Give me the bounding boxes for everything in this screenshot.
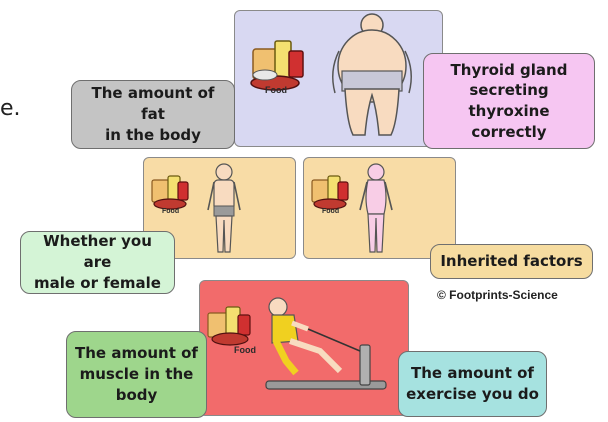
- female-panel: Food: [303, 157, 456, 259]
- food-label-female: Food: [322, 208, 339, 215]
- label-gender: Whether you are male or female: [20, 231, 175, 294]
- fat-panel: Food: [234, 10, 443, 147]
- label-exercise: The amount of exercise you do: [398, 351, 547, 417]
- label-thyroid: Thyroid gland secreting thyroxine correc…: [423, 53, 595, 149]
- exercise-panel: Food: [199, 280, 409, 416]
- food-label-male: Food: [162, 208, 179, 215]
- food-icon: [235, 11, 442, 146]
- food-label: Food: [265, 85, 287, 95]
- label-inherited: Inherited factors: [430, 244, 593, 279]
- label-fat: The amount of fat in the body: [71, 80, 235, 149]
- food-label-exercise: Food: [234, 345, 256, 355]
- label-muscle: The amount of muscle in the body: [66, 331, 207, 418]
- credit-text: © Footprints-Science: [437, 288, 558, 302]
- rowing-figure-icon: [200, 281, 408, 415]
- cropped-text: e.: [0, 96, 21, 121]
